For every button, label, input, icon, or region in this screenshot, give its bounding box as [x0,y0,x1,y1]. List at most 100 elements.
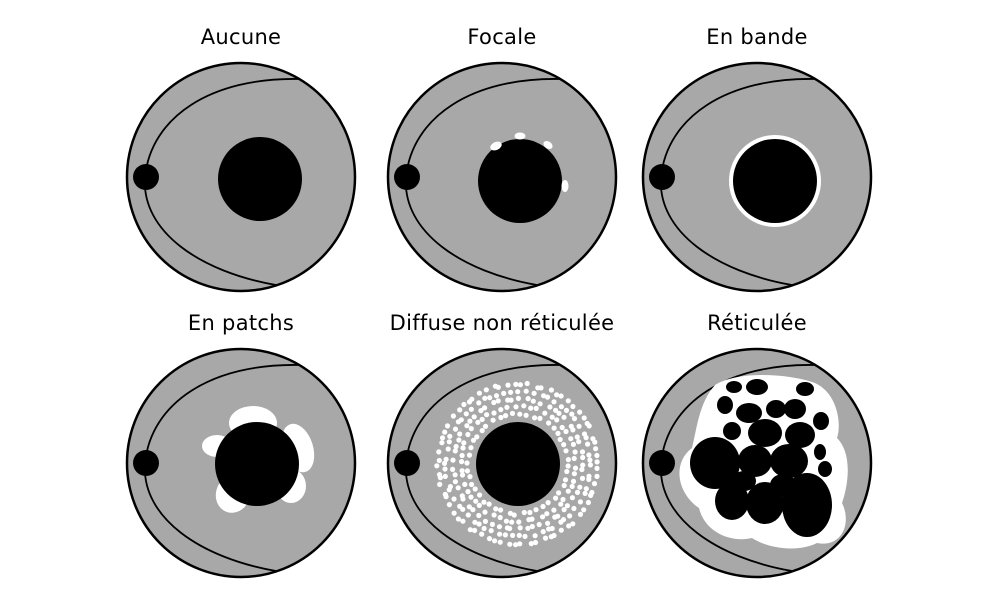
diffuse-dot [571,416,578,422]
panel-focale: Focale [382,25,622,295]
diffuse-dot [434,463,440,469]
panel-title: En patchs [187,311,295,335]
diffuse-dot [570,403,576,410]
diffuse-dot [570,521,576,527]
diffuse-dot [457,503,463,509]
diffuse-dot [493,393,500,399]
diffuse-dot [471,414,477,420]
diffuse-dot [464,423,470,429]
diffuse-dot [522,533,528,539]
diffuse-dot [469,481,475,488]
diffuse-dot [536,521,542,528]
diffuse-dot [542,410,548,416]
diffuse-dot [533,507,539,513]
reticular-blob [818,461,832,477]
diffuse-dot [510,532,516,538]
diffuse-dot [464,460,470,466]
diffuse-dot [551,399,557,405]
diffuse-dot [526,517,532,523]
diffuse-dot [436,457,442,464]
diffuse-dot [468,494,474,500]
diffuse-dot [451,510,457,516]
diffuse-dot [561,442,567,448]
diffuse-dot [459,452,465,459]
diffuse-dot [513,404,519,410]
diffuse-dot [570,478,577,484]
fundus-diagram [125,61,357,293]
diffuse-dot [579,475,586,481]
diffuse-dot [515,389,521,395]
diffuse-dot [481,525,487,532]
diffuse-dot [574,434,580,440]
optic-disc [649,450,675,476]
diffuse-dot [476,512,482,519]
diffuse-dot [437,481,443,487]
diffuse-dot [446,439,452,445]
reticular-blob [814,444,826,460]
reticular-blob [770,444,808,478]
diffuse-dot [532,539,539,546]
diffuse-dot [552,514,558,520]
diffuse-dot [459,493,465,499]
diffuse-dot [442,466,448,472]
diffuse-dot [594,459,600,465]
reticular-blob [796,382,814,396]
diffuse-dot [572,449,578,455]
diffuse-dot [521,403,527,409]
diffuse-dot [513,381,519,387]
diffuse-dot [527,509,533,516]
diffuse-dot [583,486,589,492]
reticular-blob [784,399,806,419]
diffuse-dot [545,500,551,506]
macula-lesion [478,139,562,223]
diffuse-dot [486,501,492,507]
diffuse-dot [509,519,515,525]
optic-disc [394,164,420,190]
diffuse-dot [574,489,581,495]
diffuse-dot [459,472,466,478]
diffuse-dot [446,502,452,508]
diffuse-dot [553,407,559,413]
diffuse-dot [447,433,453,439]
diffuse-dot [570,441,576,447]
diffuse-dot [565,398,571,404]
diffuse-dot [516,532,522,538]
diffuse-dot [491,410,497,416]
diffuse-dot [468,445,474,451]
diffuse-dot [521,509,527,516]
diffuse-dot [439,435,446,441]
diffuse-dot [474,434,480,440]
diffuse-dot [450,457,456,463]
diffuse-dot [473,498,479,504]
diffuse-dot [472,527,478,533]
diffuse-dot [504,525,510,531]
reticular-blobs [690,379,832,537]
diffuse-dot [561,414,567,420]
diffuse-dot [508,389,514,395]
diffuse-dot [495,384,501,390]
diffuse-dot [585,499,591,506]
diffuse-dot [577,499,583,505]
reticular-blob [732,471,756,491]
diffuse-dot [554,392,560,398]
diffuse-dot [470,437,477,443]
reticular-blob [723,422,741,440]
reticular-blob [726,381,742,393]
diffuse-dot [447,484,453,490]
diffuse-dot [472,519,478,525]
diffuse-dot [594,473,600,479]
diffuse-dot [557,436,563,443]
diffuse-dot [571,471,577,477]
diffuse-dot [475,419,481,425]
macula-lesion [733,139,817,223]
diffuse-dot [489,521,495,527]
panel-diffuse-non-reticulee: Diffuse non réticulée [382,311,622,581]
diffuse-dot [558,501,564,507]
diffuse-dot [587,457,593,463]
diffuse-dot [490,417,496,423]
diffuse-dot [565,488,571,494]
diffuse-dot [572,465,579,471]
diffuse-dot [549,414,555,420]
diffuse-dot [462,481,468,487]
diffuse-dot [453,443,459,450]
